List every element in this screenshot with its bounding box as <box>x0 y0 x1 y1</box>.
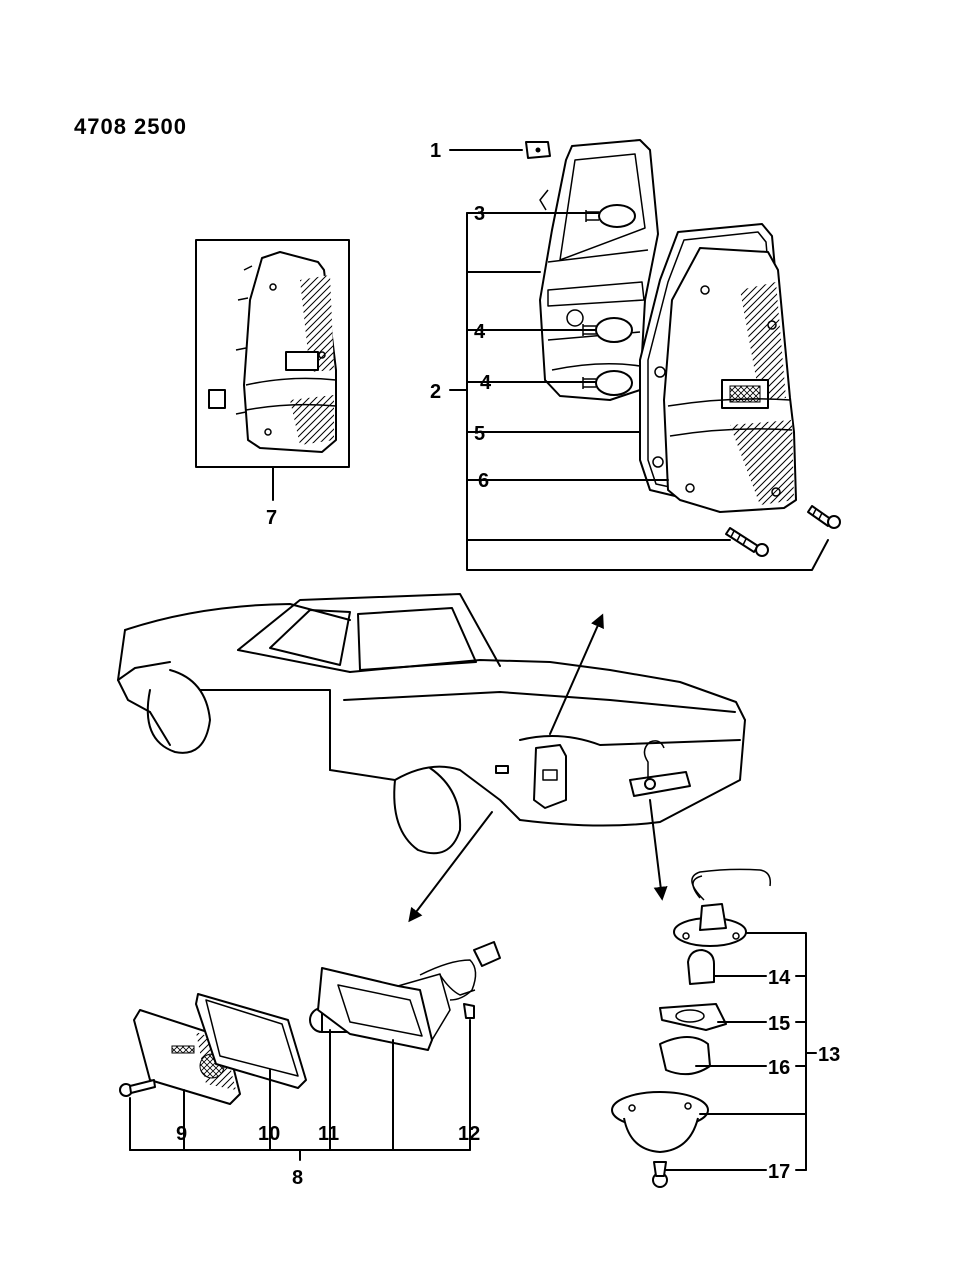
callout-4-lower: 4 <box>480 372 492 394</box>
callout-12: 12 <box>458 1123 480 1145</box>
callout-14: 14 <box>768 967 791 989</box>
marker-clip <box>463 1003 475 1019</box>
cab-rear-window <box>357 607 477 671</box>
callout-11: 11 <box>318 1123 339 1145</box>
callout-7: 7 <box>266 507 277 529</box>
license-bulb <box>687 949 715 985</box>
marker-gasket <box>195 993 307 1089</box>
tail-lamp-assembly: 1 2 3 4 4 5 6 <box>430 139 841 571</box>
license-screw <box>652 1161 668 1188</box>
truck-side-marker <box>495 765 509 774</box>
inset-tail-lamp-variant: 7 <box>195 239 350 529</box>
callout-4-upper: 4 <box>474 321 486 343</box>
callout-9: 9 <box>176 1123 187 1145</box>
callout-1: 1 <box>430 140 441 162</box>
callout-13: 13 <box>818 1044 840 1066</box>
license-gasket <box>659 1003 727 1031</box>
callout-3: 3 <box>474 203 485 225</box>
truck-tail-lamp <box>533 744 567 809</box>
screw-a <box>725 527 769 557</box>
bulb-tail-a <box>582 317 633 343</box>
callout-15: 15 <box>768 1013 790 1035</box>
callout-6: 6 <box>478 470 489 492</box>
side-marker-assembly: 9 10 11 12 8 <box>119 941 501 1189</box>
callout-5: 5 <box>474 423 485 445</box>
license-lamp-assembly: 14 15 16 17 13 <box>611 868 840 1188</box>
bulb-tail-b <box>582 370 633 396</box>
screw-b <box>807 505 841 529</box>
pickup-truck <box>117 593 746 923</box>
inset-clip <box>208 389 226 409</box>
inset-reflector <box>285 351 319 371</box>
callout-16: 16 <box>768 1057 790 1079</box>
marker-screw <box>119 1079 156 1097</box>
marker-housing <box>317 967 433 1051</box>
callout-17: 17 <box>768 1161 790 1183</box>
truck-license-lamp <box>629 771 691 797</box>
callout-8: 8 <box>292 1167 303 1189</box>
callout-10: 10 <box>258 1123 280 1145</box>
license-lens <box>659 1036 711 1076</box>
bulb-stop-turn <box>585 204 636 228</box>
diagram-code: 4708 2500 <box>74 114 187 139</box>
marker-connector <box>473 941 501 967</box>
callout-2: 2 <box>430 381 441 403</box>
